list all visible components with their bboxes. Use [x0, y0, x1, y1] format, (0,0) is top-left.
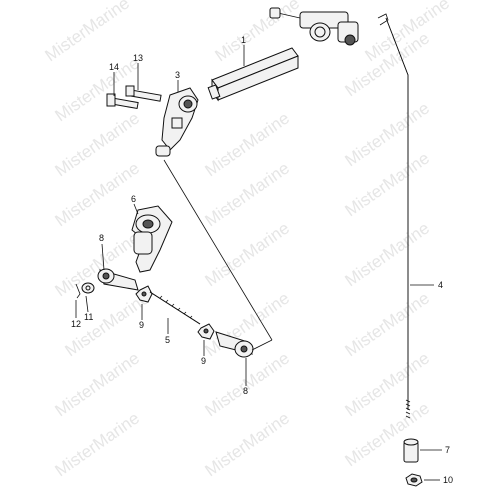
assembly-lines [163, 159, 273, 351]
callout-6: 6 [131, 194, 136, 204]
part-4-rod [377, 13, 411, 419]
part-7-sleeve [403, 438, 419, 463]
callout-7: 7 [445, 445, 450, 455]
part-3-lever [155, 87, 199, 157]
callout-labels: 1 3 4 5 6 7 8 8 9 9 10 11 12 13 14 [71, 35, 453, 485]
part-9-nut-left [135, 285, 153, 303]
callout-9-right: 9 [201, 356, 206, 366]
callout-12: 12 [71, 319, 81, 329]
callout-9-left: 9 [139, 320, 144, 330]
part-8-joint-upper [97, 268, 139, 291]
watermark-text: MisterMarine [201, 408, 292, 480]
part-9-nut-right [197, 323, 215, 340]
callout-4: 4 [438, 280, 443, 290]
part-11-washer [81, 282, 95, 294]
watermark-text: MisterMarine [341, 218, 432, 290]
part-top-bracket [269, 7, 359, 46]
part-1-shaft [207, 47, 299, 102]
callout-1: 1 [241, 35, 246, 45]
callout-8-lower: 8 [243, 386, 248, 396]
part-6-cam [131, 205, 173, 273]
leader-lines [75, 45, 442, 481]
part-12-clip [75, 283, 81, 299]
watermark-text: MisterMarine [41, 0, 132, 65]
watermark-text: MisterMarine [201, 218, 292, 290]
callout-10: 10 [443, 475, 453, 485]
watermark-text: MisterMarine [51, 228, 142, 300]
watermark-text: MisterMarine [51, 408, 142, 480]
part-5-threaded-rod [149, 291, 201, 325]
part-10-nut [405, 473, 423, 487]
part-8-joint-lower [215, 331, 254, 358]
callout-11: 11 [84, 312, 93, 322]
callout-13: 13 [133, 53, 143, 63]
part-14-bolt [106, 93, 139, 110]
callout-3: 3 [175, 70, 180, 80]
callout-14: 14 [109, 62, 119, 72]
callout-5: 5 [165, 335, 170, 345]
part-13-bolt [125, 85, 162, 102]
callout-8-upper: 8 [99, 233, 104, 243]
